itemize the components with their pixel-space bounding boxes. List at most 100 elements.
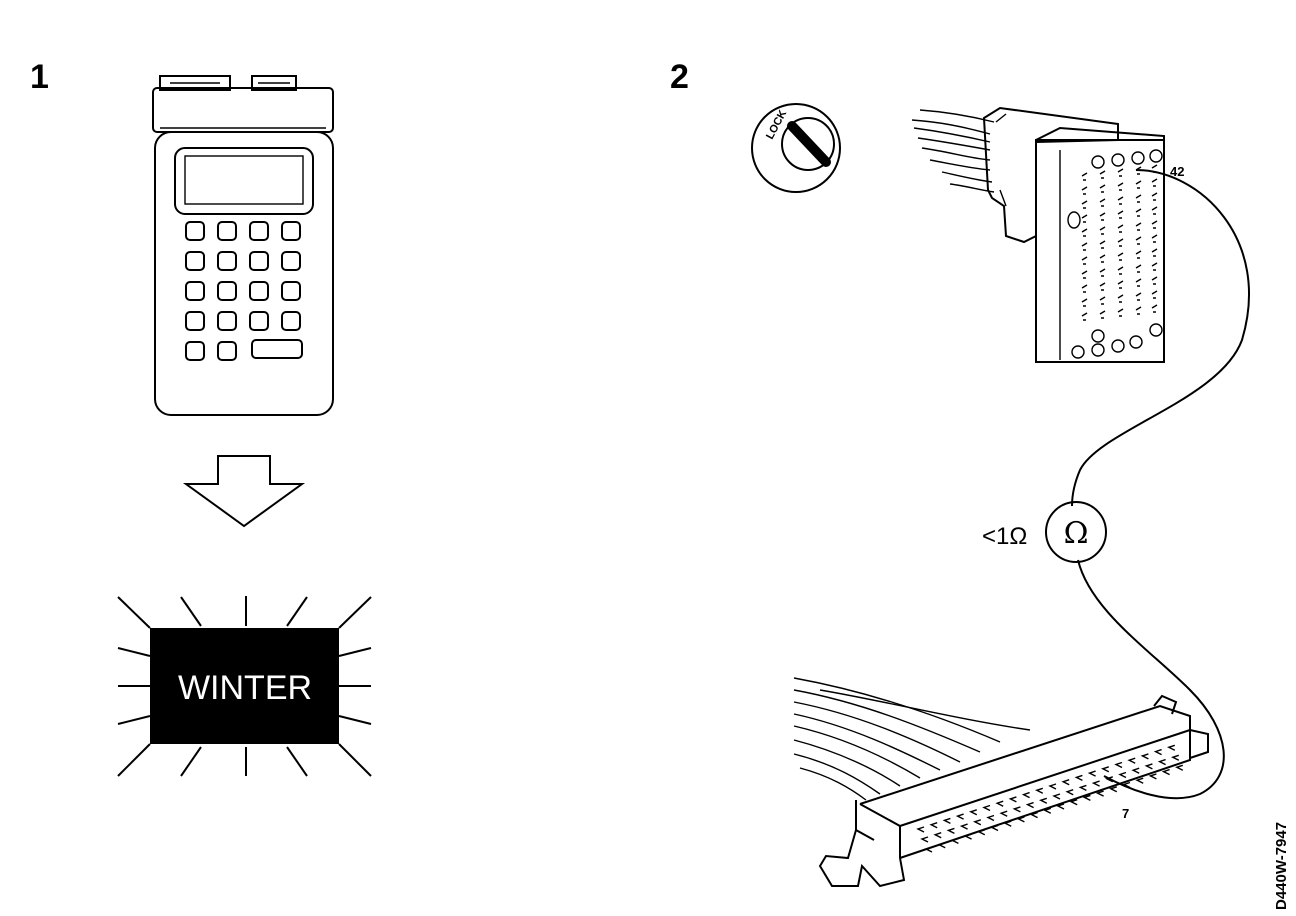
connector-pin <box>1081 200 1088 209</box>
connector-pin <box>1081 214 1088 223</box>
connector-pin <box>1148 773 1157 780</box>
connector-pin <box>1131 767 1140 774</box>
connector-pin <box>1174 764 1184 771</box>
connector-pin <box>1081 186 1088 195</box>
connector-pin <box>1135 180 1142 189</box>
connector-pin <box>916 826 925 833</box>
connector-pin <box>1135 250 1142 259</box>
connector-pin <box>1099 198 1106 207</box>
connector-pin <box>1117 238 1124 247</box>
connector-pin <box>1029 811 1038 819</box>
connector-pin <box>986 814 995 822</box>
pin-top-label: 42 <box>1170 164 1184 179</box>
tester-screen-frame <box>174 147 314 215</box>
connector-pin <box>1081 270 1088 279</box>
tester-key <box>185 221 205 241</box>
tester-key <box>281 281 301 301</box>
tester-key <box>249 251 269 271</box>
tester-key <box>217 341 237 361</box>
lower-connector <box>818 694 1209 888</box>
tester-key <box>281 251 301 271</box>
connector-pin <box>1151 248 1158 257</box>
connector-pin <box>1081 242 1088 251</box>
connector-pin <box>1008 796 1017 803</box>
tester-key <box>185 311 205 331</box>
pin-bottom-label: 7 <box>1122 806 1129 821</box>
tester-key <box>185 251 205 271</box>
connector-pin <box>1151 276 1158 285</box>
connector-pin <box>1012 806 1021 813</box>
connector-pin <box>924 846 933 853</box>
connector-pin <box>933 832 942 839</box>
connector-pin <box>1108 786 1118 793</box>
connector-pin <box>1135 236 1142 245</box>
diagnostic-tester <box>152 75 334 416</box>
connector-pin <box>1140 753 1149 760</box>
connector-pin <box>950 837 959 845</box>
connector-pin <box>1095 790 1104 797</box>
connector-pin <box>1135 306 1142 315</box>
connector-pin <box>1078 784 1087 792</box>
connector-pin <box>1135 278 1142 287</box>
connector-pin <box>1117 294 1124 303</box>
ignition-lock-icon: LOCK <box>751 103 841 193</box>
tester-key <box>281 311 301 331</box>
connector-pin <box>1117 280 1124 289</box>
upper-connector <box>982 106 1165 363</box>
tester-key <box>185 281 205 301</box>
connector-pin <box>929 822 938 829</box>
connector-pin <box>1081 172 1088 181</box>
connector-pin <box>946 827 955 835</box>
down-arrow-icon <box>182 455 306 528</box>
connector-pin <box>1016 816 1025 823</box>
connector-pin <box>1170 754 1180 761</box>
connector-pin <box>1104 776 1114 783</box>
tester-key <box>281 221 301 241</box>
connector-pin <box>1065 789 1074 796</box>
connector-pin <box>990 824 999 832</box>
tester-port-right <box>251 75 297 91</box>
tester-keypad <box>185 221 301 361</box>
connector-pin <box>937 842 946 849</box>
connector-pin <box>959 823 968 830</box>
connector-pin <box>1135 292 1142 301</box>
connector-pin <box>1114 761 1123 769</box>
connector-pin <box>999 810 1008 817</box>
connector-pin <box>1099 296 1106 305</box>
connector-pin <box>1151 220 1158 229</box>
connector-pin <box>1117 252 1124 261</box>
connector-pin <box>942 817 951 825</box>
connector-pin <box>1099 184 1106 193</box>
connector-pin <box>1038 797 1048 804</box>
tester-screen <box>184 155 304 205</box>
connector-pin <box>1003 820 1012 827</box>
connector-pin <box>1099 170 1106 179</box>
tester-key <box>217 221 237 241</box>
connector-pin <box>1135 194 1142 203</box>
connector-pin <box>920 836 929 843</box>
connector-pin <box>1091 780 1100 787</box>
connector-pin <box>1161 768 1170 776</box>
connector-pin <box>1117 182 1124 191</box>
connector-pin <box>972 819 982 826</box>
connector-pin <box>1135 264 1142 273</box>
connector-pin <box>1157 758 1166 766</box>
connector-pin <box>1021 791 1030 799</box>
connector-pin <box>1151 290 1158 299</box>
connector-pin <box>1135 777 1144 784</box>
connector-pin <box>976 829 986 836</box>
connector-pin <box>1025 801 1034 809</box>
connector-pin <box>1144 763 1153 770</box>
winter-display <box>150 628 339 744</box>
connector-pin <box>1099 212 1106 221</box>
connector-pin <box>1127 757 1136 764</box>
connector-pin <box>1151 234 1158 243</box>
step-1-label: 1 <box>30 58 49 96</box>
test-lead-lower <box>1077 559 1225 800</box>
tester-cap <box>152 87 334 133</box>
connector-pin <box>995 800 1004 807</box>
tester-port-left <box>159 75 231 91</box>
connector-pin <box>1081 312 1088 321</box>
connector-pin <box>1081 228 1088 237</box>
connector-pin <box>1081 256 1088 265</box>
